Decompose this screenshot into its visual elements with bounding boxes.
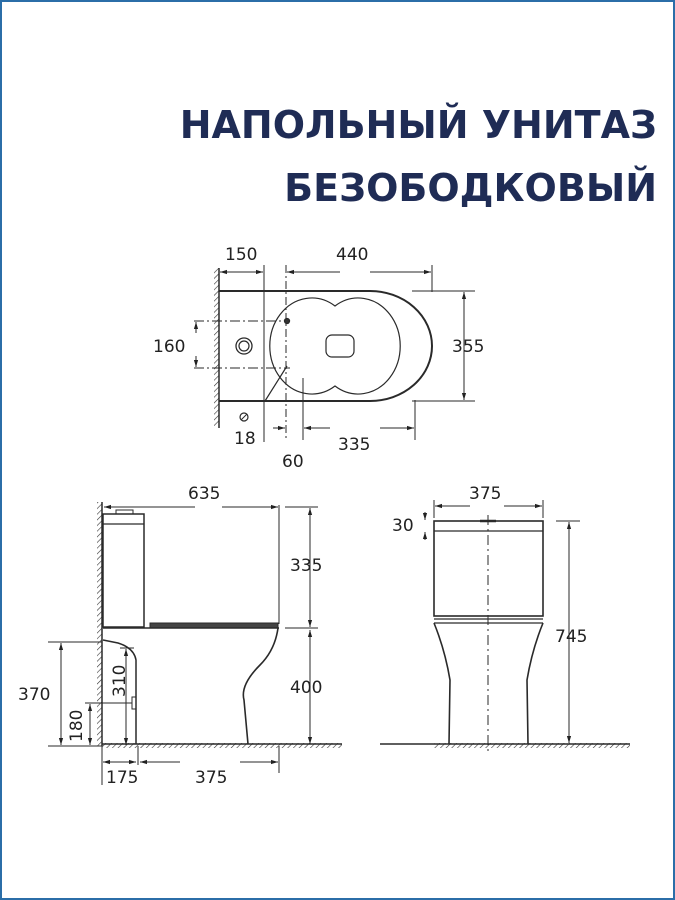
wall-hatch <box>214 268 219 426</box>
dim-150: 150 <box>225 245 257 265</box>
dim-400: 400 <box>290 678 322 698</box>
dim-18: 18 <box>234 429 256 449</box>
dim-335-top: 335 <box>338 435 370 455</box>
dim-180: 180 <box>67 710 87 742</box>
dim-745: 745 <box>555 627 587 647</box>
top-view <box>193 265 475 442</box>
dim-310: 310 <box>110 665 130 697</box>
dim-30: 30 <box>392 516 414 536</box>
title-line-2: БЕЗОБОДКОВЫЙ <box>284 166 657 210</box>
dim-375-side: 375 <box>195 768 227 788</box>
dim-375-front: 375 <box>469 484 501 504</box>
dim-60: 60 <box>282 452 304 472</box>
front-view <box>380 500 630 752</box>
side-view <box>48 502 342 785</box>
dim-635: 635 <box>188 484 220 504</box>
dim-355: 355 <box>452 337 484 357</box>
title-line-1: НАПОЛЬНЫЙ УНИТАЗ <box>179 103 657 147</box>
dim-335-side: 335 <box>290 556 322 576</box>
dim-175: 175 <box>106 768 138 788</box>
dim-440: 440 <box>336 245 368 265</box>
dim-160: 160 <box>153 337 185 357</box>
dim-370: 370 <box>18 685 50 705</box>
